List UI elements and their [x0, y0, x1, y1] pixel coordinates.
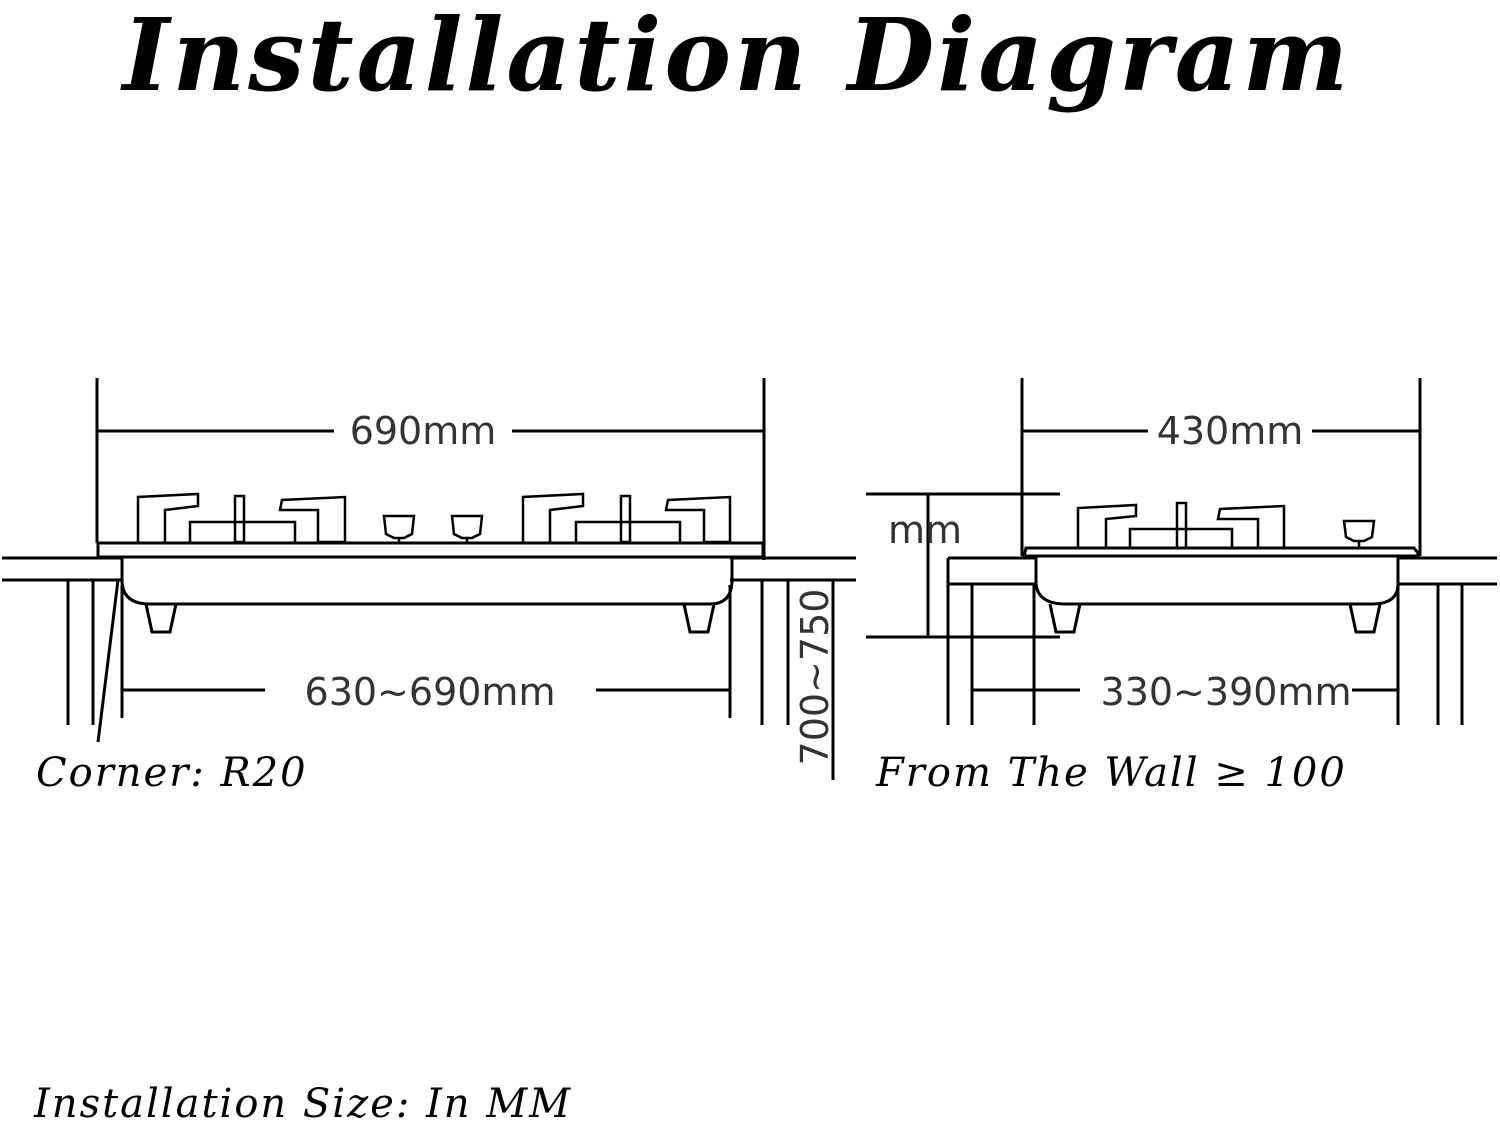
right-cutout-depth-label: 330~390mm	[1101, 670, 1352, 714]
page-title: Installation Diagram	[120, 0, 1352, 114]
right-countertop	[946, 556, 1497, 586]
left-counter-height-label: 700~750	[793, 589, 837, 766]
right-foot-1	[1048, 603, 1082, 634]
left-hob-front-view: 690mm 630~690mm 700~750	[2, 378, 856, 780]
left-knob-2	[450, 514, 484, 543]
right-knob	[1342, 519, 1376, 548]
right-glass-plate	[1022, 546, 1420, 558]
left-cutout-width-label: 630~690mm	[305, 670, 556, 714]
left-knob-1	[382, 514, 416, 543]
right-height-dimension	[866, 492, 1060, 639]
right-foot-2	[1348, 603, 1382, 634]
left-cabinet-walls	[66, 580, 790, 725]
left-countertop	[2, 556, 856, 582]
right-cabinet-walls	[946, 584, 1464, 725]
left-foot-2	[682, 603, 716, 634]
left-overall-width-dimension	[95, 378, 766, 560]
left-corner-pointer	[96, 579, 120, 743]
right-burner	[1076, 501, 1286, 550]
left-cutout-width-dimension	[120, 585, 732, 718]
right-overall-depth-dimension	[1020, 378, 1422, 556]
left-glass-plate	[96, 541, 765, 559]
left-hob-body	[120, 557, 734, 606]
right-wall-distance-note: From The Wall ≥ 100	[875, 750, 1347, 796]
left-overall-width-label: 690mm	[350, 409, 497, 453]
right-height-label: mm	[888, 508, 962, 552]
right-hob-side-view: 430mm mm 330~390mm	[866, 378, 1497, 725]
right-overall-depth-label: 430mm	[1157, 409, 1304, 453]
left-burner-2	[521, 492, 732, 544]
footer-installation-size-note: Installation Size: In MM	[33, 1081, 572, 1123]
left-corner-note: Corner: R20	[36, 750, 308, 796]
right-hob-body	[1034, 556, 1400, 606]
left-burner-1	[136, 492, 347, 544]
left-foot-1	[144, 603, 178, 634]
